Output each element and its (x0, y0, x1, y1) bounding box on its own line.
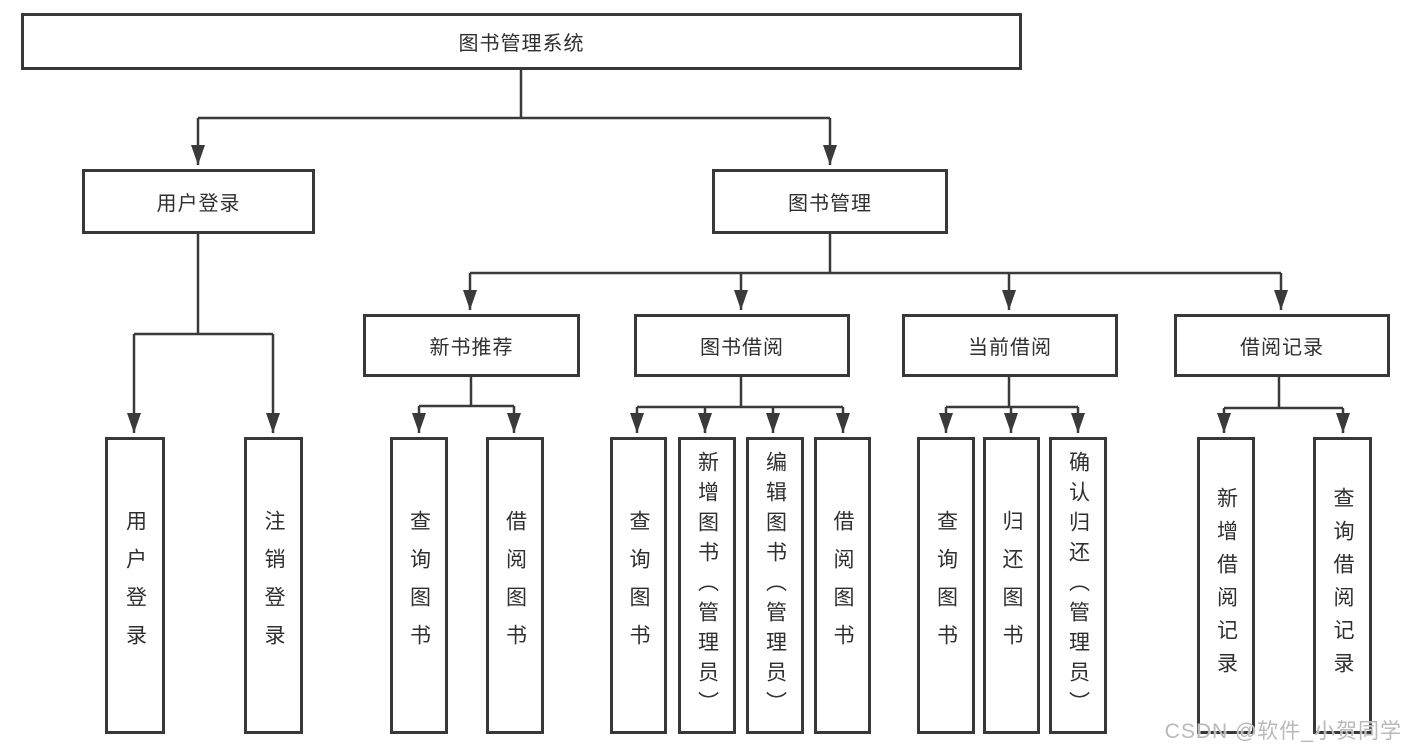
node-borrow-records: 借阅记录 (1174, 314, 1390, 377)
node-library-management-system: 图书管理系统 (21, 13, 1022, 70)
node-label: 借阅记录 (1240, 337, 1324, 359)
node-book-management: 图书管理 (712, 169, 948, 234)
node-label: 当前借阅 (968, 337, 1052, 359)
leaf-label: 查询图书 (407, 509, 431, 662)
leaf-add-borrow-record: 新增借阅记录 (1197, 437, 1255, 734)
node-user-login: 用户登录 (82, 169, 315, 234)
leaf-return-books: 归还图书 (983, 437, 1040, 734)
leaf-query-borrow-record: 查询借阅记录 (1313, 437, 1372, 734)
leaf-query-books-borrow: 查询图书 (610, 437, 667, 734)
leaf-label: 注销登录 (262, 509, 285, 662)
leaf-query-books-recommend: 查询图书 (390, 437, 448, 734)
node-label: 新书推荐 (429, 337, 514, 359)
node-label: 图书管理 (788, 193, 872, 215)
leaf-label: 新增借阅记录 (1214, 486, 1238, 685)
node-new-book-recommend: 新书推荐 (363, 314, 580, 377)
leaf-label: 确认归还（管理员） (1066, 450, 1090, 721)
node-book-borrow: 图书借阅 (634, 314, 850, 377)
leaf-add-books-admin: 新增图书（管理员） (678, 437, 736, 734)
leaf-borrow-books-recommend: 借阅图书 (486, 437, 544, 734)
leaf-label: 借阅图书 (503, 509, 527, 662)
leaf-user-login: 用户登录 (105, 437, 165, 734)
leaf-label: 新增图书（管理员） (695, 450, 719, 721)
leaf-label: 查询借阅记录 (1331, 486, 1354, 685)
leaf-logout: 注销登录 (244, 437, 303, 734)
node-label: 图书借阅 (700, 337, 784, 359)
node-label: 图书管理系统 (458, 33, 585, 55)
leaf-label: 归还图书 (1000, 509, 1023, 662)
leaf-borrow-books: 借阅图书 (814, 437, 871, 734)
leaf-edit-books-admin: 编辑图书（管理员） (746, 437, 804, 734)
leaf-query-books-current: 查询图书 (917, 437, 975, 734)
leaf-label: 查询图书 (627, 509, 650, 662)
leaf-confirm-return-admin: 确认归还（管理员） (1049, 437, 1107, 734)
node-label: 用户登录 (156, 193, 241, 215)
leaf-label: 编辑图书（管理员） (763, 450, 787, 721)
leaf-label: 借阅图书 (831, 509, 854, 662)
leaf-label: 查询图书 (934, 509, 958, 662)
node-current-borrow: 当前借阅 (902, 314, 1118, 377)
leaf-label: 用户登录 (123, 509, 147, 662)
